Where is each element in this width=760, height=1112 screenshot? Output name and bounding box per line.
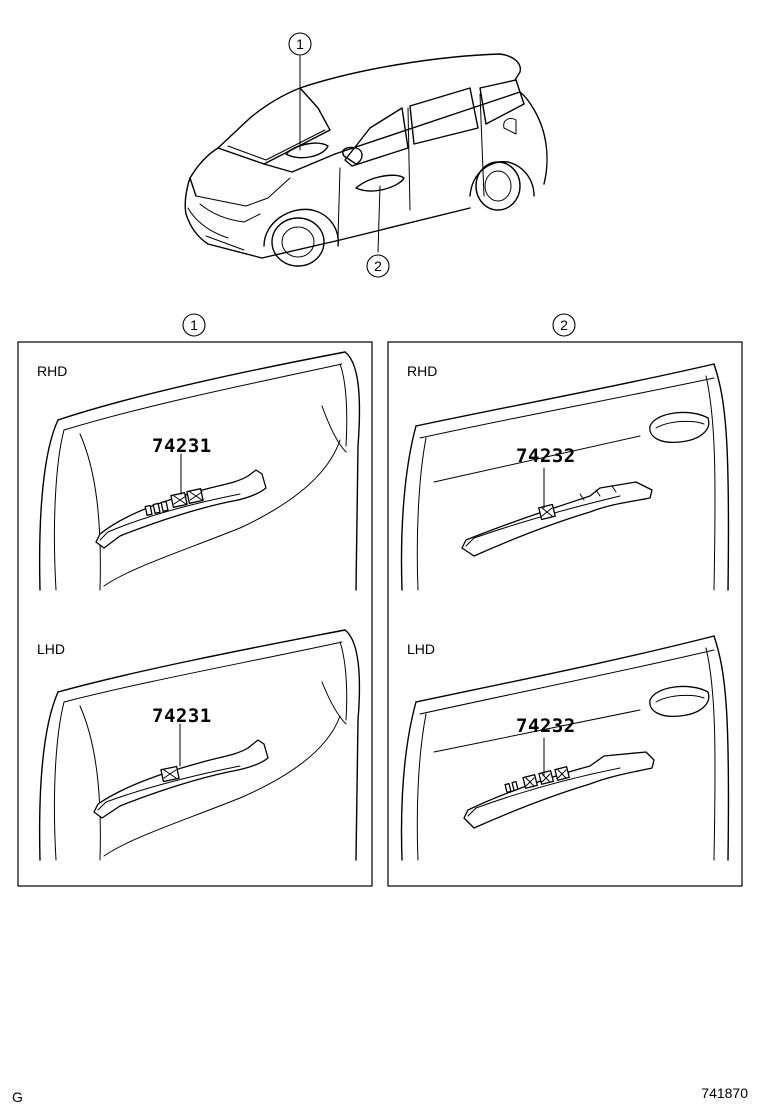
svg-text:2: 2 xyxy=(560,317,568,333)
panel-1-rhd-label: RHD xyxy=(37,363,67,379)
car-illustration xyxy=(184,53,548,267)
panel-2-rhd-label: RHD xyxy=(407,363,437,379)
panel-2-frame xyxy=(387,341,743,887)
overview-callout-1: 1 xyxy=(288,32,312,56)
panel-2-lhd-label: LHD xyxy=(407,641,435,657)
panel-1-frame xyxy=(17,341,373,887)
panel-2-rhd-part-number: 74232 xyxy=(516,445,576,467)
svg-text:2: 2 xyxy=(374,258,382,274)
footer-left-code: G xyxy=(12,1089,23,1105)
panel-1-rhd-door xyxy=(38,351,361,591)
figure-number: 741870 xyxy=(701,1085,748,1101)
panel-2-lhd-switch xyxy=(463,751,655,829)
svg-text:1: 1 xyxy=(190,317,198,333)
panel-1-rhd-part-number: 74231 xyxy=(152,435,212,457)
panel-1-lhd-door xyxy=(38,629,361,861)
panel-1-lhd-switch xyxy=(93,739,269,819)
panel-2-rhd-switch xyxy=(461,481,653,557)
panel-2-callout: 2 xyxy=(552,313,576,337)
overview-callout-2: 2 xyxy=(366,254,390,278)
panel-2-lhd-part-number: 74232 xyxy=(516,715,576,737)
panel-1-lhd-part-number: 74231 xyxy=(152,705,212,727)
panel-2-lhd-door xyxy=(400,635,730,861)
panel-2-rhd-door xyxy=(400,363,730,591)
svg-text:1: 1 xyxy=(296,36,304,52)
panel-1-rhd-switch xyxy=(95,469,267,549)
panel-1-lhd-label: LHD xyxy=(37,641,65,657)
panel-1-callout: 1 xyxy=(182,313,206,337)
